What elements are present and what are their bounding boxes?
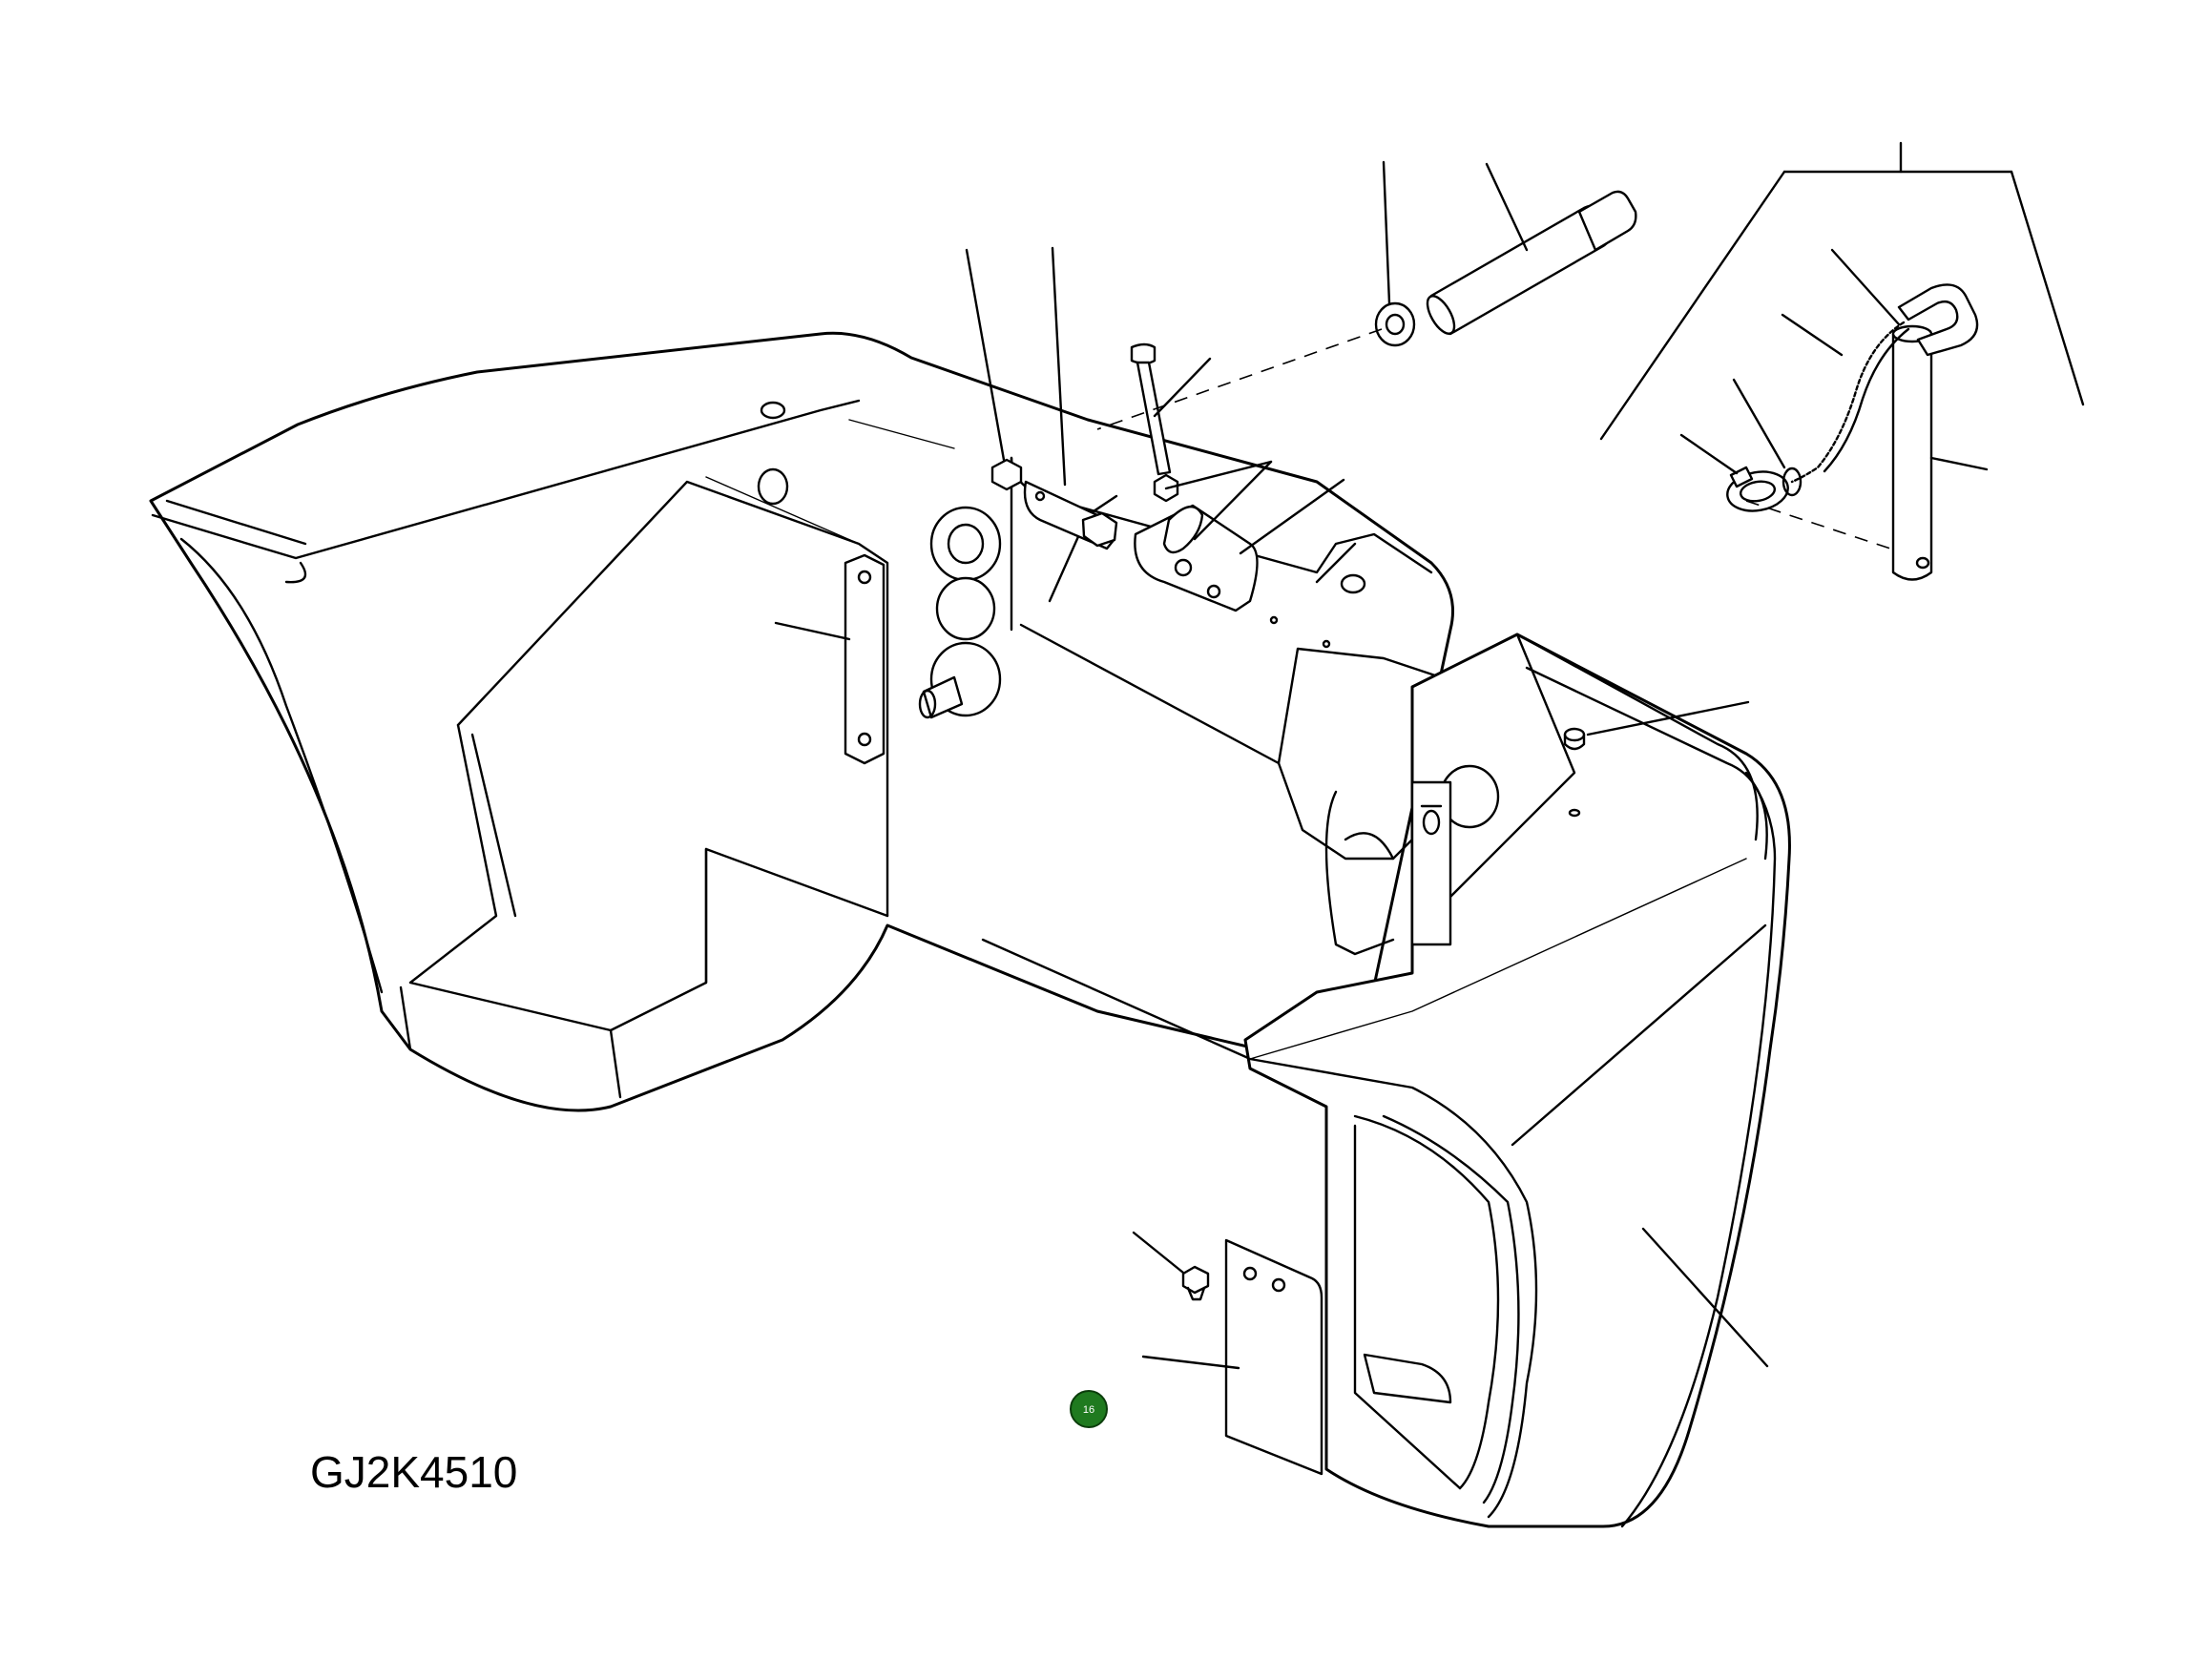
drawing-code-label: GJ2K4510: [310, 1447, 517, 1497]
leader-lines: [774, 141, 2085, 1370]
guard-plate: [1224, 1238, 1323, 1476]
split-ring: [1782, 467, 1803, 497]
hinge-ring-upper: [929, 506, 1002, 582]
latch-bracket: [1023, 480, 1118, 550]
callout-number[interactable]: 16: [1083, 1404, 1094, 1416]
hinge-ring-lower: [918, 641, 1002, 719]
latch-nut: [990, 458, 1023, 491]
lynch-pin: [1726, 466, 1789, 512]
pin-washer: [1374, 301, 1416, 347]
weight-right-wing: [1243, 633, 1791, 1528]
drawbar-pin-axis-line: [1745, 500, 1894, 550]
guard-plate-bolt: [1181, 1265, 1210, 1301]
hinge-ring-middle: [935, 576, 996, 641]
drawbar-pin: [1891, 324, 1933, 581]
vertical-strap-plate: [844, 553, 886, 765]
pin-handle: [1897, 283, 1979, 357]
latch-bolt: [1130, 342, 1172, 476]
weight-left-wing: [149, 331, 1454, 1112]
clevis-pin: [1426, 190, 1637, 336]
callout-circle[interactable]: [1070, 1390, 1108, 1428]
latch-hook: [1162, 506, 1204, 554]
pin-axis-line: [1096, 328, 1383, 430]
callout-badge[interactable]: 16: [1070, 1390, 1108, 1428]
lanyard-cable: [1790, 321, 1910, 484]
